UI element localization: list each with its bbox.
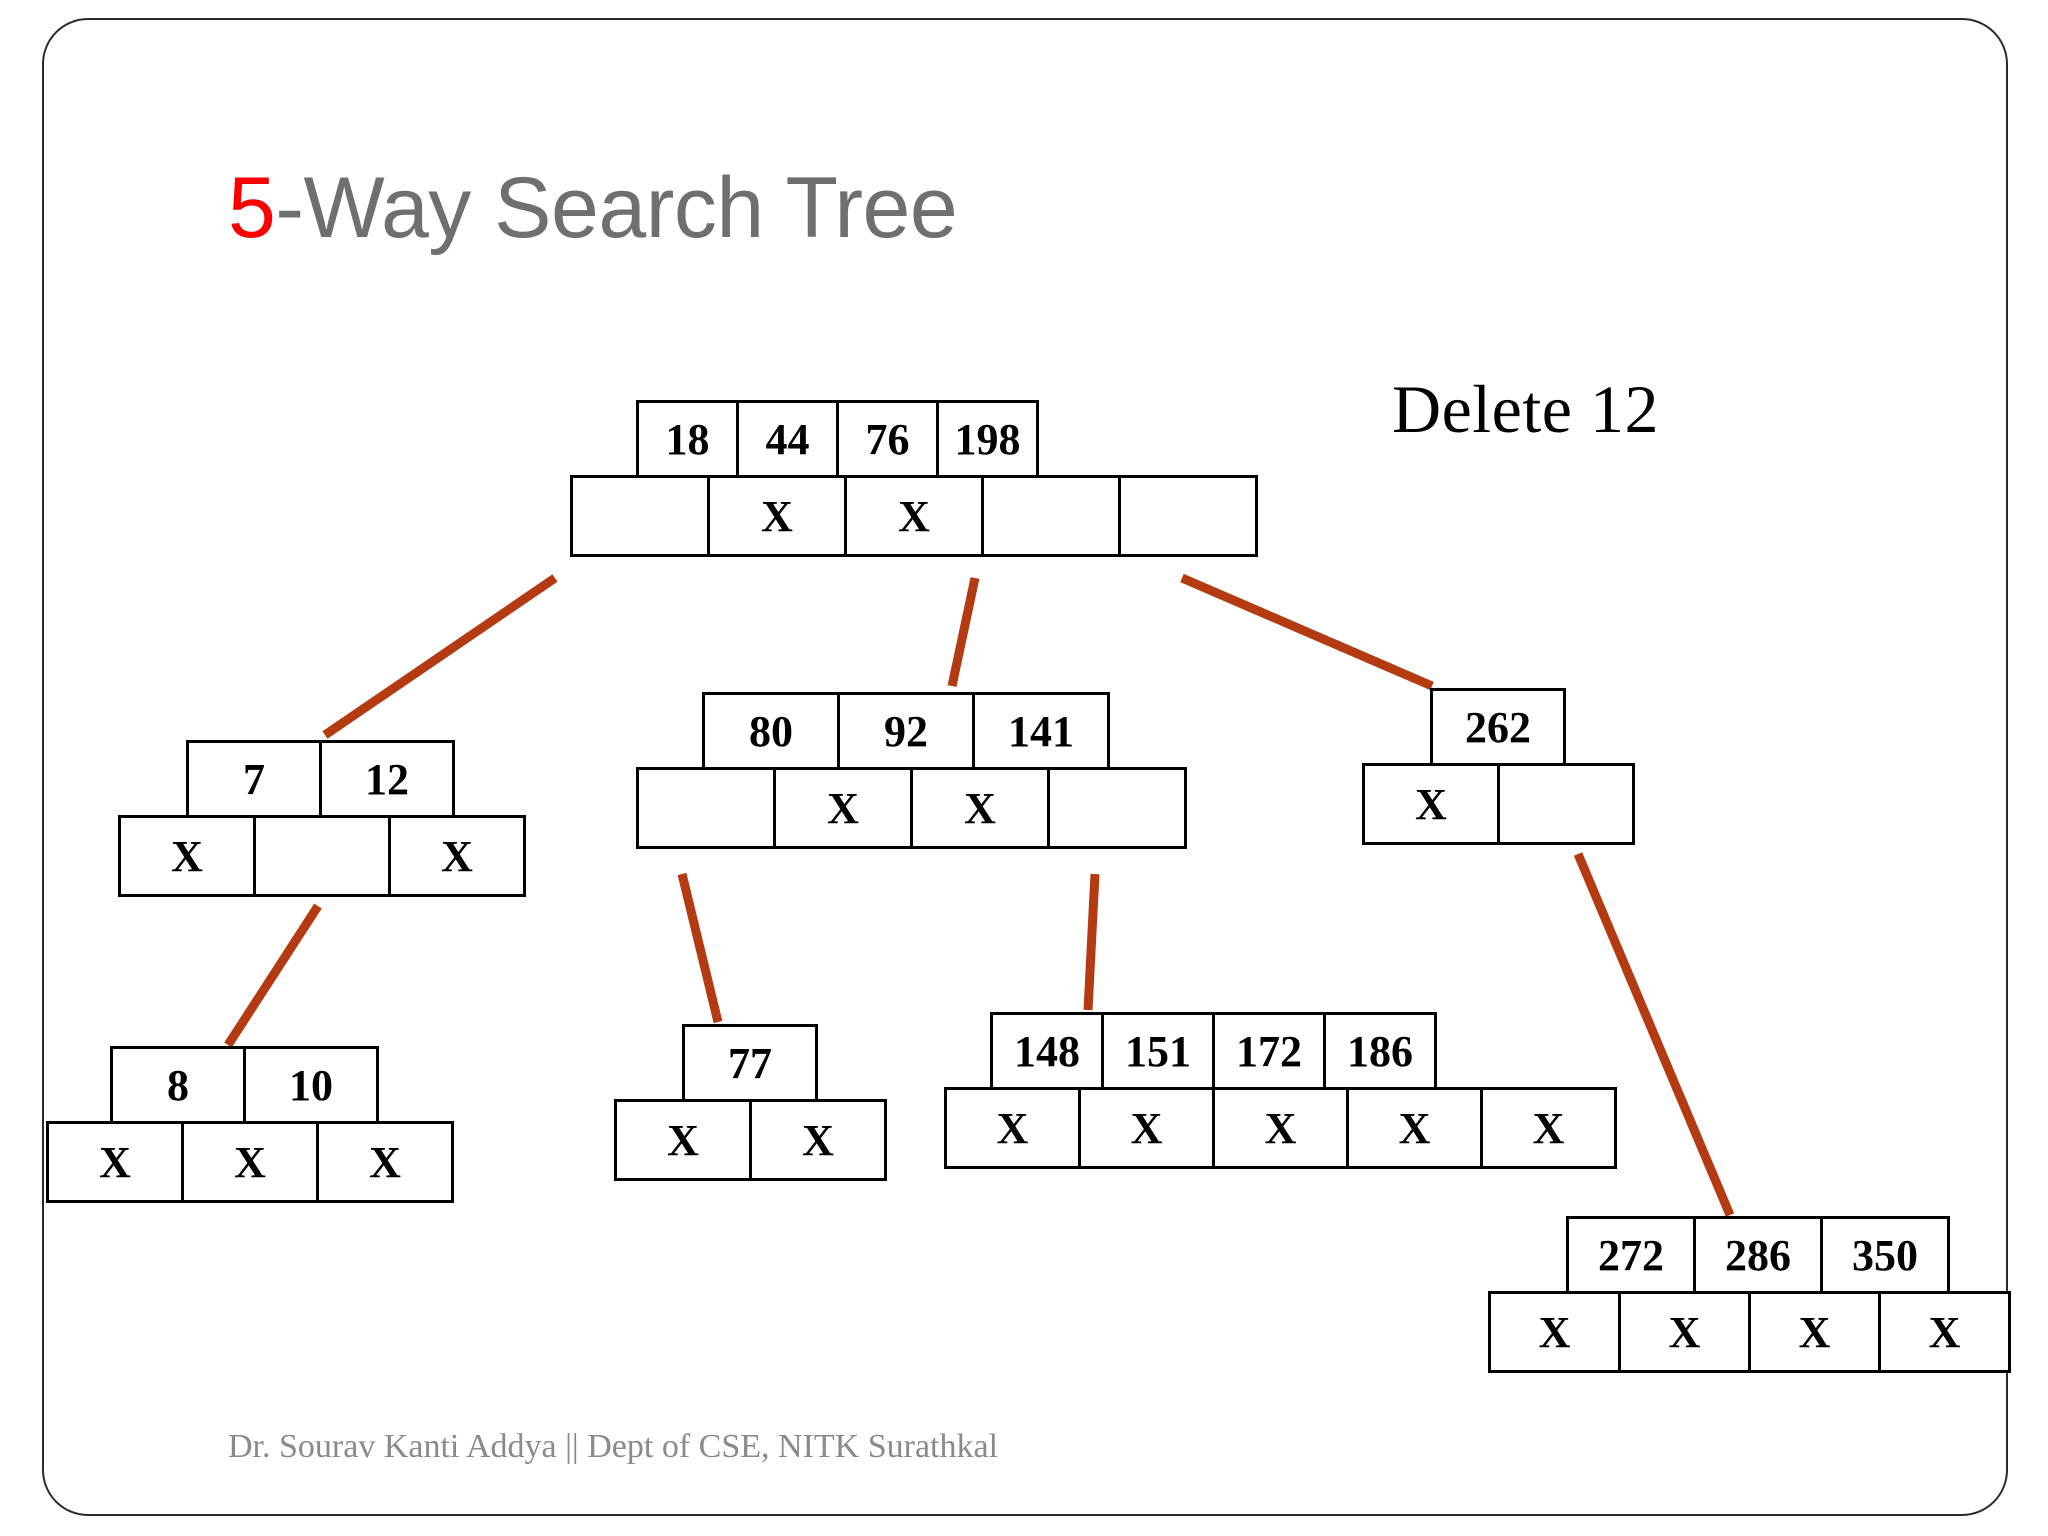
- key-cell[interactable]: 172: [1212, 1012, 1326, 1090]
- pointer-cell[interactable]: X: [388, 815, 526, 897]
- key-cell[interactable]: 262: [1430, 688, 1566, 766]
- pointer-cell[interactable]: X: [1748, 1291, 1881, 1373]
- key-cell[interactable]: 198: [936, 400, 1039, 478]
- pointer-row: X X X X: [1488, 1291, 2011, 1373]
- key-cell[interactable]: 350: [1820, 1216, 1950, 1294]
- key-row: 262: [1430, 688, 1635, 766]
- tree-node-root[interactable]: 18 44 76 198 X X: [570, 400, 1258, 557]
- tree-node-80-92-141[interactable]: 80 92 141 X X: [636, 692, 1187, 849]
- page-title: 5-Way Search Tree: [228, 165, 958, 251]
- pointer-cell[interactable]: X: [181, 1121, 319, 1203]
- key-cell[interactable]: 44: [736, 400, 839, 478]
- key-row: 80 92 141: [702, 692, 1187, 770]
- pointer-row: X X: [570, 475, 1258, 557]
- pointer-cell[interactable]: [253, 815, 391, 897]
- pointer-cell[interactable]: X: [1480, 1087, 1617, 1169]
- key-row: 18 44 76 198: [636, 400, 1258, 478]
- pointer-row: X: [1362, 763, 1635, 845]
- key-row: 7 12: [186, 740, 526, 818]
- key-row: 77: [682, 1024, 887, 1102]
- operation-annotation: Delete 12: [1392, 371, 1659, 447]
- pointer-cell[interactable]: X: [910, 767, 1050, 849]
- edge-root-to-262: [1180, 573, 1434, 691]
- pointer-cell[interactable]: X: [1346, 1087, 1483, 1169]
- pointer-cell[interactable]: X: [944, 1087, 1081, 1169]
- edge-7-12-to-8-10: [224, 903, 322, 1048]
- key-cell[interactable]: 80: [702, 692, 840, 770]
- pointer-cell[interactable]: X: [1078, 1087, 1215, 1169]
- pointer-cell[interactable]: [1497, 763, 1635, 845]
- pointer-cell[interactable]: X: [1488, 1291, 1621, 1373]
- key-row: 148 151 172 186: [990, 1012, 1617, 1090]
- pointer-row: X X: [636, 767, 1187, 849]
- key-cell[interactable]: 286: [1693, 1216, 1823, 1294]
- key-cell[interactable]: 76: [836, 400, 939, 478]
- key-cell[interactable]: 141: [972, 692, 1110, 770]
- tree-node-262[interactable]: 262 X: [1362, 688, 1635, 845]
- key-cell[interactable]: 151: [1101, 1012, 1215, 1090]
- pointer-cell[interactable]: X: [1878, 1291, 2011, 1373]
- title-accent-number: 5: [228, 160, 276, 256]
- pointer-cell[interactable]: X: [1212, 1087, 1349, 1169]
- pointer-cell[interactable]: X: [614, 1099, 752, 1181]
- title-rest-text: -Way Search Tree: [275, 160, 958, 256]
- pointer-row: X X X: [46, 1121, 454, 1203]
- key-cell[interactable]: 186: [1323, 1012, 1437, 1090]
- pointer-cell[interactable]: X: [844, 475, 984, 557]
- pointer-cell[interactable]: X: [1362, 763, 1500, 845]
- edge-root-to-7-12: [322, 574, 558, 739]
- pointer-row: X X X X X: [944, 1087, 1617, 1169]
- key-cell[interactable]: 272: [1566, 1216, 1696, 1294]
- key-cell[interactable]: 18: [636, 400, 739, 478]
- pointer-cell[interactable]: [636, 767, 776, 849]
- key-row: 8 10: [110, 1046, 454, 1124]
- tree-node-272-286-350[interactable]: 272 286 350 X X X X: [1488, 1216, 2011, 1373]
- pointer-cell[interactable]: X: [46, 1121, 184, 1203]
- pointer-cell[interactable]: [1047, 767, 1187, 849]
- key-cell[interactable]: 148: [990, 1012, 1104, 1090]
- edge-80-92-141-to-77: [677, 872, 723, 1024]
- key-row: 272 286 350: [1566, 1216, 2011, 1294]
- key-cell[interactable]: 7: [186, 740, 322, 818]
- pointer-cell[interactable]: [1118, 475, 1258, 557]
- key-cell[interactable]: 92: [837, 692, 975, 770]
- pointer-cell[interactable]: X: [749, 1099, 887, 1181]
- pointer-row: X X: [118, 815, 526, 897]
- tree-node-7-12[interactable]: 7 12 X X: [118, 740, 526, 897]
- tree-node-8-10[interactable]: 8 10 X X X: [46, 1046, 454, 1203]
- key-cell[interactable]: 12: [319, 740, 455, 818]
- footer-attribution: Dr. Sourav Kanti Addya || Dept of CSE, N…: [228, 1428, 999, 1465]
- pointer-row: X X: [614, 1099, 887, 1181]
- pointer-cell[interactable]: X: [773, 767, 913, 849]
- edge-root-to-80-92-141: [947, 577, 980, 687]
- key-cell[interactable]: 10: [243, 1046, 379, 1124]
- key-cell[interactable]: 8: [110, 1046, 246, 1124]
- edge-80-92-141-to-148: [1083, 873, 1100, 1011]
- tree-node-148-151-172-186[interactable]: 148 151 172 186 X X X X X: [944, 1012, 1617, 1169]
- pointer-cell[interactable]: [570, 475, 710, 557]
- key-cell[interactable]: 77: [682, 1024, 818, 1102]
- pointer-cell[interactable]: [981, 475, 1121, 557]
- pointer-cell[interactable]: X: [316, 1121, 454, 1203]
- tree-node-77[interactable]: 77 X X: [614, 1024, 887, 1181]
- pointer-cell[interactable]: X: [707, 475, 847, 557]
- pointer-cell[interactable]: X: [118, 815, 256, 897]
- pointer-cell[interactable]: X: [1618, 1291, 1751, 1373]
